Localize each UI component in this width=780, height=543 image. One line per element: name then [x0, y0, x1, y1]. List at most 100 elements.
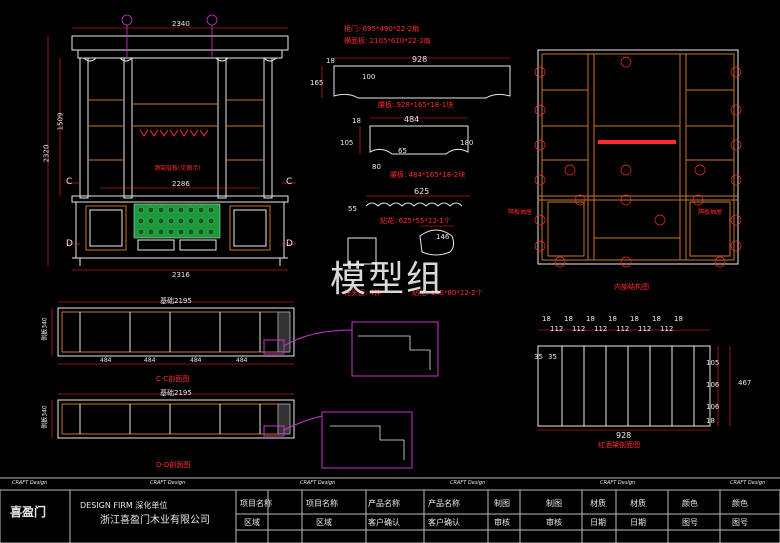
field-value-drawing-no: 图号 — [732, 518, 748, 527]
stamp-text-5: CRAFT Design — [600, 480, 636, 486]
rack-top-dim-6: 18 — [652, 315, 661, 323]
section-marker-d-left: D — [66, 239, 73, 249]
section-cc — [51, 301, 295, 365]
dim-55: 55 — [348, 205, 357, 213]
rack-right-dim-b: 106 — [706, 381, 720, 389]
dim-65: 65 — [398, 147, 407, 155]
right-elevation — [534, 49, 742, 268]
rack-top-dim-4: 18 — [608, 315, 617, 323]
field-label-date: 日期 — [590, 518, 606, 527]
stamp-text-1: CRAFT Design — [12, 480, 48, 486]
dim-484: 484 — [404, 115, 420, 124]
rack-top-dim-7: 18 — [674, 315, 683, 323]
rack-top-dim-1: 18 — [542, 315, 551, 323]
field-value-drawn: 制图 — [546, 499, 562, 508]
watermark-text: 模型组 — [330, 259, 445, 300]
detail-callouts — [263, 321, 439, 469]
part-label-d: 柱头板: 4件 — [344, 289, 382, 297]
right-note-left: 隔板抽屉 — [508, 209, 533, 216]
cc-seg-3: 484 — [190, 357, 202, 364]
rack-cell-dim-2: 112 — [572, 325, 586, 333]
field-label-project: 项目名称 — [240, 499, 272, 508]
field-value-area: 区域 — [316, 518, 332, 527]
field-value-product: 产品名称 — [428, 499, 460, 508]
rack-right-total: 467 — [738, 379, 752, 387]
wine-rack-section — [537, 329, 731, 431]
design-firm-label: DESIGN FIRM 深化单位 — [80, 501, 168, 510]
dim-80: 80 — [372, 163, 381, 171]
rack-right-dim-a: 105 — [706, 359, 720, 367]
dim-180: 180 — [460, 139, 474, 147]
dim-928-top: 928 — [412, 55, 428, 64]
rack-bottom-dim: 928 — [616, 431, 632, 440]
section-marker-c-left: C — [66, 177, 73, 187]
stamp-text-6: CRAFT Design — [730, 480, 766, 486]
right-elevation-title: 内部结构图 — [614, 283, 649, 291]
right-note-right: 隔板抽屉 — [698, 209, 723, 216]
cc-seg-4: 484 — [236, 357, 248, 364]
part-label-b: 腰板: 484*165*18-2块 — [390, 171, 466, 179]
field-value-review: 审核 — [546, 518, 562, 527]
cc-title: C-C剖面图 — [156, 375, 190, 383]
field-value-material: 材质 — [630, 499, 646, 508]
field-label-product: 产品名称 — [368, 499, 400, 508]
rack-right-dim-d: 18 — [706, 417, 715, 425]
dim-bottom-width: 2316 — [172, 271, 190, 279]
stamp-text-2: CRAFT Design — [150, 480, 186, 486]
field-value-date: 日期 — [630, 518, 646, 527]
rack-left-dim-a: 35 — [534, 353, 543, 361]
rack-right-dim-c: 106 — [706, 403, 720, 411]
part-label-e: 贴花: 145*80*12-2个 — [412, 289, 483, 297]
rack-note: 酒架层板(见图示) — [154, 165, 201, 172]
company-logo: 喜盈门 — [10, 505, 47, 519]
dim-100: 100 — [362, 73, 376, 81]
section-marker-d-right: D — [286, 239, 293, 249]
rack-cell-dim-6: 112 — [660, 325, 674, 333]
rack-top-dim-2: 18 — [564, 315, 573, 323]
dim-height: 2320 — [42, 144, 51, 163]
dim-18-b: 18 — [352, 117, 361, 125]
dim-625: 625 — [414, 187, 430, 196]
rack-left-dim-b: 35 — [548, 353, 557, 361]
field-label-color: 颜色 — [682, 499, 698, 508]
field-value-client: 客户确认 — [428, 518, 460, 527]
dd-left-dim: 侧板340 — [41, 405, 49, 429]
section-marker-c-right: C — [286, 177, 293, 187]
title-block-frame — [0, 477, 780, 543]
dd-top-dim: 基础2195 — [160, 389, 192, 397]
dim-146: 146 — [436, 233, 450, 241]
rack-cell-dim-4: 112 — [616, 325, 630, 333]
field-label-drawing-no: 图号 — [682, 518, 698, 527]
part-label-door: 柜门: 695*490*22-2扇 — [344, 25, 420, 33]
part-label-a: 腰板: 928*165*18-1块 — [378, 101, 454, 109]
dim-mid-width: 2286 — [172, 180, 190, 188]
stamp-text-3: CRAFT Design — [300, 480, 336, 486]
part-details — [321, 57, 511, 265]
cc-seg-1: 484 — [100, 357, 112, 364]
dd-title: D-D剖面图 — [156, 461, 191, 469]
section-dd — [51, 393, 295, 439]
stamp-text-4: CRAFT Design — [450, 480, 486, 486]
rack-title: 红酒架剖面图 — [598, 441, 640, 449]
dim-top-width: 2340 — [172, 20, 190, 28]
rack-cell-dim-5: 112 — [638, 325, 652, 333]
field-label-material: 材质 — [590, 499, 606, 508]
part-label-panel: 横面板: 2105*610*22-2扇 — [344, 37, 431, 45]
dim-18-a: 18 — [326, 57, 335, 65]
field-label-drawn: 制图 — [494, 499, 510, 508]
dim-105: 105 — [340, 139, 354, 147]
field-label-client: 客户确认 — [368, 518, 400, 527]
dim-165: 165 — [310, 79, 324, 87]
cc-left-dim: 侧板340 — [41, 317, 49, 341]
field-value-color: 颜色 — [732, 499, 748, 508]
field-label-area: 区域 — [244, 518, 260, 527]
rack-cell-dim-3: 112 — [594, 325, 608, 333]
cc-seg-2: 484 — [144, 357, 156, 364]
rack-cell-dim-1: 112 — [550, 325, 564, 333]
dim-upper-height: 1509 — [56, 112, 65, 131]
company-name: 浙江喜盈门木业有限公司 — [100, 515, 210, 526]
field-value-project: 项目名称 — [306, 499, 338, 508]
cc-top-dim: 基础2195 — [160, 297, 192, 305]
field-label-review: 审核 — [494, 518, 510, 527]
